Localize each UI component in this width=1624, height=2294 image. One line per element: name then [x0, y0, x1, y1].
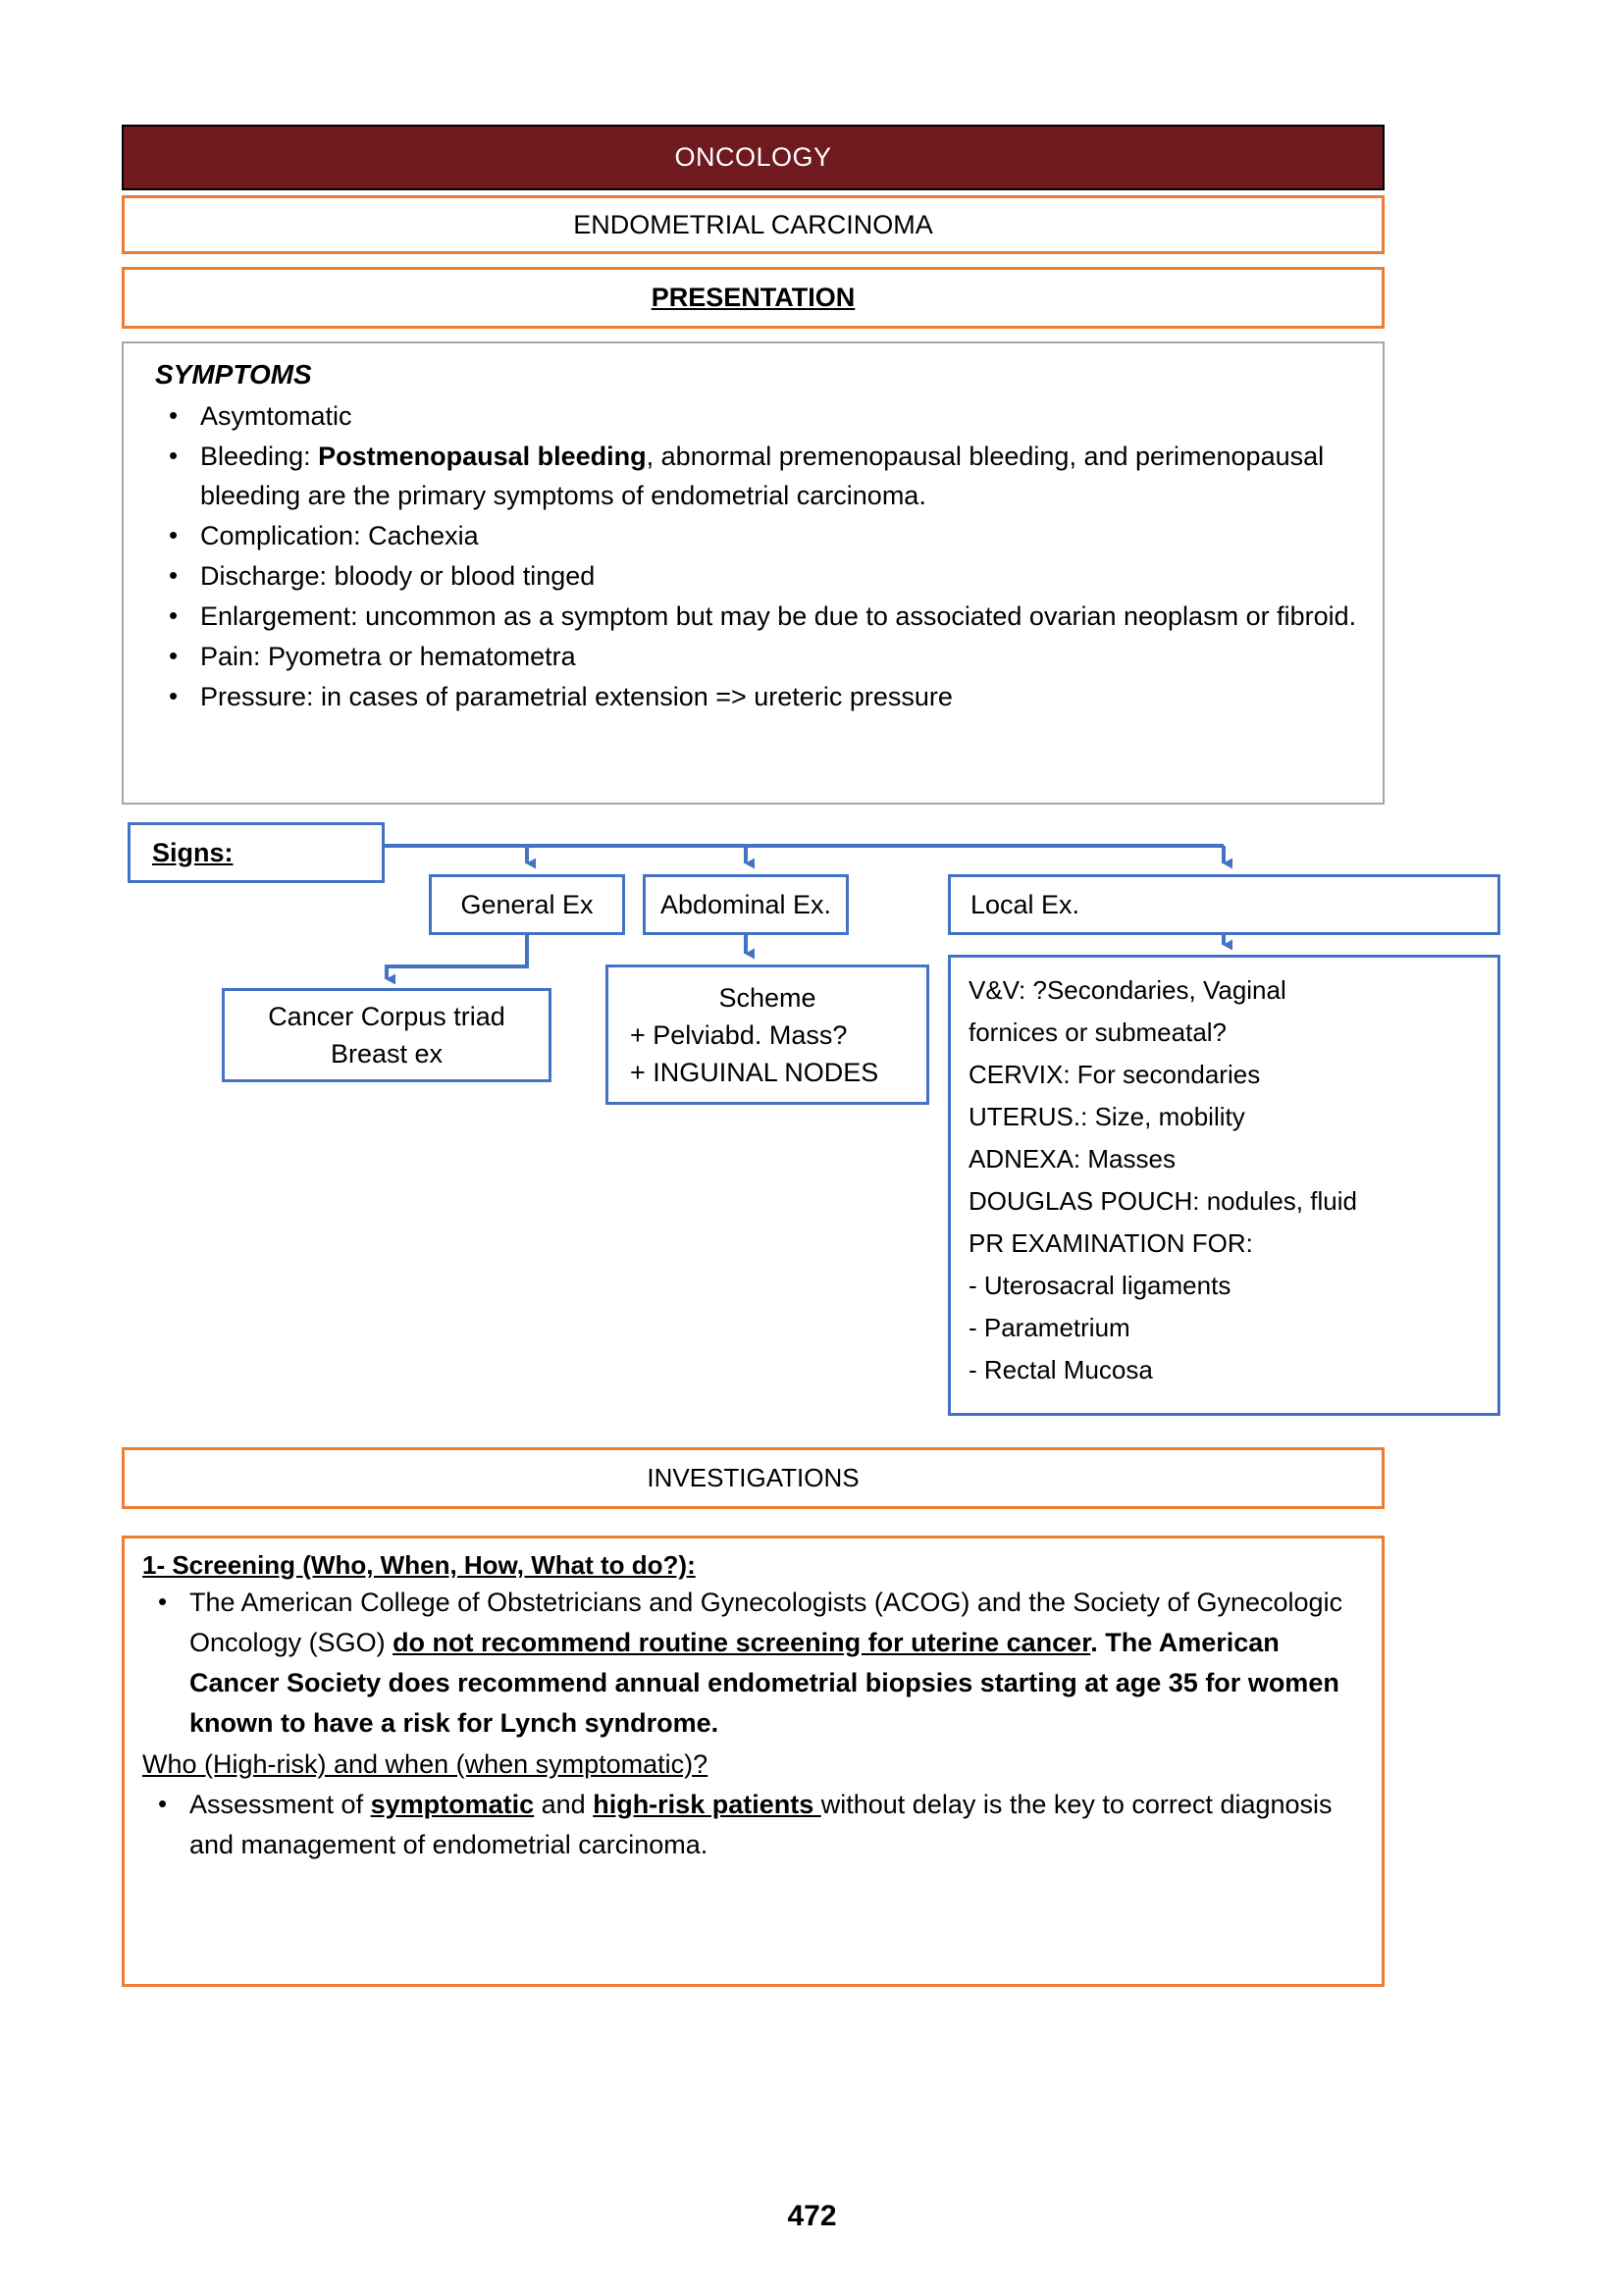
symptom-text: Enlargement: uncommon as a symptom but m… [200, 601, 1357, 631]
list-item: Discharge: bloody or blood tinged [145, 555, 1363, 596]
local-detail-line: - Uterosacral ligaments [969, 1271, 1231, 1300]
screening-sep: . [1090, 1628, 1106, 1657]
screening-text: The American College of Obstetricians an… [189, 1588, 1343, 1657]
scheme-line-1: Scheme [718, 982, 816, 1013]
symptom-text: Pressure: in cases of parametrial extens… [200, 682, 953, 711]
local-detail-line: CERVIX: For secondaries [969, 1060, 1261, 1089]
general-exam-box: General Ex [429, 874, 625, 935]
who-when-line: Who (High-risk) and when (when symptomat… [142, 1749, 708, 1779]
symptoms-list: Asymtomatic Bleeding: Postmenopausal ble… [145, 395, 1363, 716]
symptom-bold: Postmenopausal bleeding [318, 442, 647, 471]
local-detail-line: DOUGLAS POUCH: nodules, fluid [969, 1186, 1357, 1216]
scheme-line-3: + INGUINAL NODES [630, 1057, 879, 1087]
page-number: 472 [787, 2200, 837, 2232]
symptom-text: Complication: Cachexia [200, 521, 479, 550]
symptoms-panel: SYMPTOMS Asymtomatic Bleeding: Postmenop… [122, 341, 1385, 805]
general-exam-label: General Ex [460, 890, 594, 919]
assessment-text-2: without delay is the key to correct diag… [189, 1790, 1333, 1859]
local-detail-line: fornices or submeatal? [969, 1017, 1228, 1047]
scheme-box: Scheme + Pelviabd. Mass? + INGUINAL NODE… [605, 965, 929, 1105]
local-exam-box: Local Ex. [948, 874, 1500, 935]
local-exam-detail-box: V&V: ?Secondaries, Vaginal fornices or s… [948, 955, 1500, 1416]
assessment-emphasis-1: symptomatic [370, 1790, 535, 1819]
local-detail-line: PR EXAMINATION FOR: [969, 1228, 1253, 1258]
abdominal-exam-label: Abdominal Ex. [659, 890, 832, 919]
local-detail-line: - Parametrium [969, 1313, 1130, 1342]
screening-list-1: The American College of Obstetricians an… [140, 1582, 1364, 1744]
presentation-label: PRESENTATION [651, 283, 856, 312]
symptom-text: , abnormal premenopausal bleeding, and p… [200, 442, 1325, 510]
cancer-corpus-box: Cancer Corpus triad Breast ex [222, 988, 551, 1082]
oncology-section-bar: ONCOLOGY [122, 125, 1385, 190]
list-item: Asymtomatic [145, 395, 1363, 436]
investigations-header-box: INVESTIGATIONS [122, 1447, 1385, 1509]
local-detail-line: UTERUS.: Size, mobility [969, 1102, 1245, 1131]
cancer-corpus-line-1: Cancer Corpus triad [268, 1002, 505, 1031]
topic-title: ENDOMETRIAL CARCINOMA [573, 209, 933, 239]
assessment-sep: and [534, 1790, 594, 1819]
list-item: Enlargement: uncommon as a symptom but m… [145, 596, 1363, 636]
investigations-label: INVESTIGATIONS [647, 1463, 860, 1492]
local-exam-label: Local Ex. [970, 890, 1080, 919]
symptom-text: Asymtomatic [200, 401, 352, 431]
signs-label: Signs: [152, 838, 234, 867]
symptoms-heading: SYMPTOMS [155, 359, 312, 390]
assessment-text: Assessment of [189, 1790, 371, 1819]
cancer-corpus-line-2: Breast ex [330, 1039, 444, 1069]
list-item: Pressure: in cases of parametrial extens… [145, 676, 1363, 716]
list-item: Pain: Pyometra or hematometra [145, 636, 1363, 676]
screening-heading: 1- Screening (Who, When, How, What to do… [142, 1550, 696, 1580]
screening-bold-text: The American Cancer Society does recomme… [189, 1628, 1339, 1738]
list-item: The American College of Obstetricians an… [140, 1582, 1364, 1744]
topic-title-box: ENDOMETRIAL CARCINOMA [122, 195, 1385, 254]
screening-list-2: Assessment of symptomatic and high-risk … [140, 1784, 1364, 1865]
assessment-emphasis-2: high-risk patients [593, 1790, 821, 1819]
symptom-lead: Bleeding: [200, 442, 319, 471]
symptom-text: Pain: Pyometra or hematometra [200, 642, 576, 671]
screening-emphasis: do not recommend routine screening for u… [393, 1628, 1091, 1657]
local-detail-line: ADNEXA: Masses [969, 1144, 1176, 1173]
signs-box: Signs: [128, 822, 385, 883]
symptom-text: Discharge: bloody or blood tinged [200, 561, 596, 591]
list-item: Assessment of symptomatic and high-risk … [140, 1784, 1364, 1865]
local-detail-line: - Rectal Mucosa [969, 1355, 1153, 1384]
oncology-label: ONCOLOGY [674, 142, 832, 172]
investigations-panel: 1- Screening (Who, When, How, What to do… [122, 1536, 1385, 1987]
list-item: Bleeding: Postmenopausal bleeding, abnor… [145, 436, 1363, 515]
list-item: Complication: Cachexia [145, 515, 1363, 555]
local-detail-line: V&V: ?Secondaries, Vaginal [969, 975, 1286, 1005]
scheme-line-2: + Pelviabd. Mass? [630, 1019, 848, 1050]
presentation-header-box: PRESENTATION [122, 267, 1385, 329]
abdominal-exam-box: Abdominal Ex. [643, 874, 849, 935]
